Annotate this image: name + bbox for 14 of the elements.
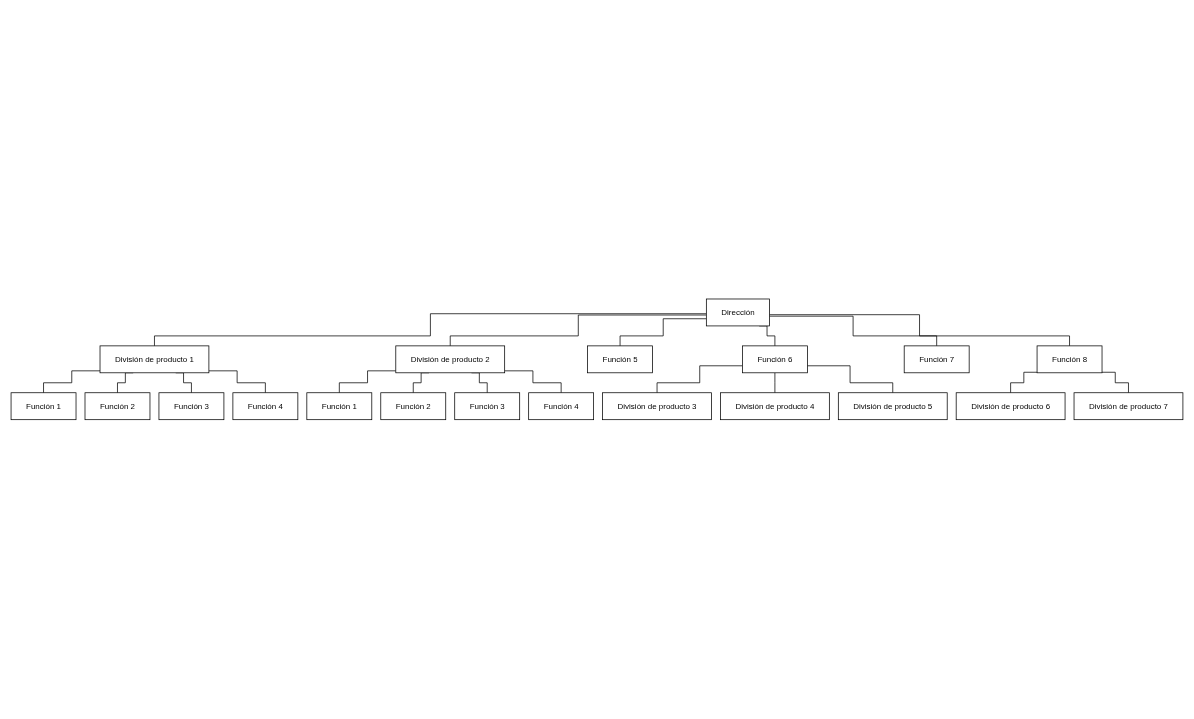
connector [43,370,101,394]
connector [449,314,707,347]
connector [338,370,397,394]
connector [154,313,707,347]
connector [504,370,562,394]
connector [807,365,894,394]
connector [208,370,266,394]
connector [1101,372,1129,394]
connector [769,315,938,347]
connector [1010,372,1038,394]
connector [774,372,776,394]
connector [619,318,707,347]
connector [769,314,1070,347]
connector [656,365,743,394]
